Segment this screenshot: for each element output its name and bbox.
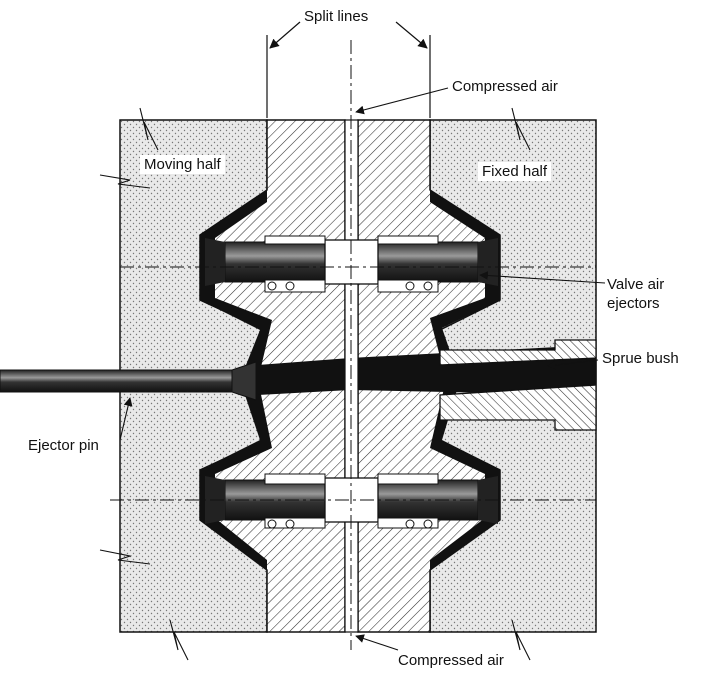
split-lines-indicator (266, 21, 431, 118)
leader-arrows (119, 87, 606, 651)
label-split-lines: Split lines (304, 8, 369, 25)
label-valve-air-ejectors-line2: ejectors (607, 295, 660, 312)
centre-lines (110, 40, 596, 650)
label-ejector-pin: Ejector pin (28, 437, 99, 454)
label-fixed-half: Fixed half (478, 162, 552, 182)
label-compressed-air-top: Compressed air (452, 78, 558, 95)
break-marks (99, 107, 531, 661)
label-valve-air-ejectors-line1: Valve air (607, 276, 665, 293)
valve-ejector-top (205, 235, 498, 293)
label-sprue-bush: Sprue bush (602, 350, 679, 367)
ejector-pin (0, 361, 257, 401)
label-compressed-air-bottom: Compressed air (398, 652, 504, 669)
label-moving-half: Moving half (140, 155, 225, 175)
sprue-bush (439, 339, 597, 431)
